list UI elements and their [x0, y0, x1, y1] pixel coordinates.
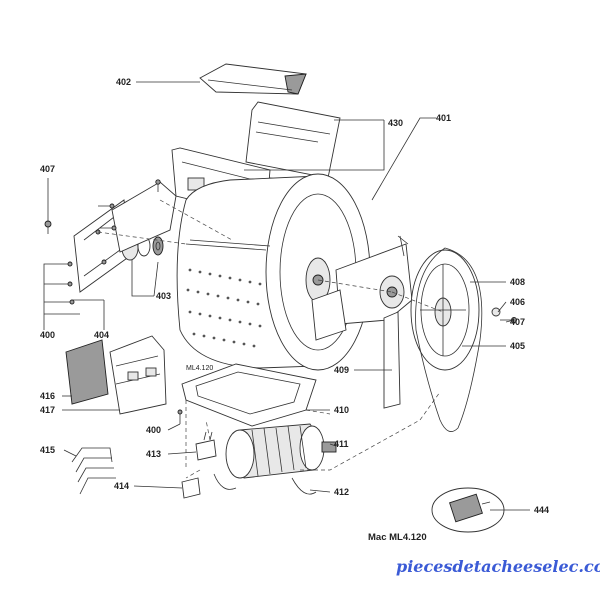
- part-411-motor: [225, 423, 337, 479]
- part-406-washer: [491, 307, 501, 317]
- label-405: 405: [510, 341, 525, 351]
- part-414-clip: [181, 477, 201, 499]
- label-417: 417: [40, 405, 55, 415]
- label-406: 406: [510, 297, 525, 307]
- watermark: piecesdetacheeselec.com: [396, 557, 600, 576]
- part-402-top-cover: [199, 63, 307, 95]
- label-407-right: 407: [510, 317, 525, 327]
- label-430: 430: [388, 118, 403, 128]
- label-408: 408: [510, 277, 525, 287]
- part-417-housing: [109, 335, 167, 415]
- label-410: 410: [334, 405, 349, 415]
- label-409: 409: [334, 365, 349, 375]
- part-405-drive-belt: [415, 247, 483, 432]
- part-407-screw-left: [44, 220, 52, 234]
- label-444: 444: [534, 505, 549, 515]
- part-412-motor-damper: [213, 473, 317, 495]
- label-402: 402: [116, 77, 131, 87]
- label-414: 414: [114, 481, 129, 491]
- leader-lines: [43, 81, 530, 511]
- label-412: 412: [334, 487, 349, 497]
- part-400-left-screws: [52, 179, 161, 305]
- label-407-left: 407: [40, 164, 55, 174]
- label-401: 401: [436, 113, 451, 123]
- label-400-motor: 400: [146, 425, 161, 435]
- model-stamp: ML4.120: [186, 365, 213, 372]
- callout-labels: 402 401 430 407 403 400 404 408 406 407 …: [40, 77, 549, 515]
- part-416-panel: [65, 339, 109, 405]
- label-403: 403: [156, 291, 171, 301]
- label-411: 411: [334, 439, 349, 449]
- label-415: 415: [40, 445, 55, 455]
- label-416: 416: [40, 391, 55, 401]
- part-410-motor-mount: ML4.120: [181, 363, 317, 427]
- construction-lines: [97, 199, 444, 479]
- part-408-drum-pulley: [410, 249, 480, 371]
- part-415-wiring-connector: [71, 447, 116, 495]
- part-left-drum-bracket: [111, 181, 177, 253]
- label-404: 404: [94, 330, 109, 340]
- part-413-clip: [195, 431, 217, 461]
- label-400-left: 400: [40, 330, 55, 340]
- label-413: 413: [146, 449, 161, 459]
- model-caption: Mac ML4.120: [368, 532, 427, 543]
- part-400-motor-screws: [177, 409, 183, 424]
